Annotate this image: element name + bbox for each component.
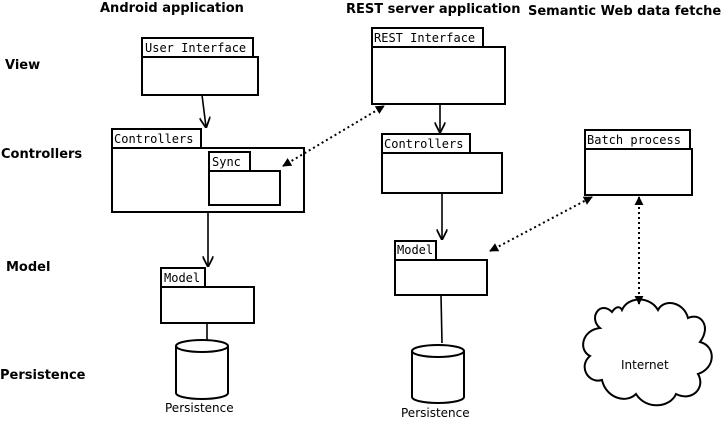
android-user-interface-label: User Interface — [145, 41, 246, 55]
rest-model-label: Model — [397, 243, 433, 257]
android-persistence-cylinder — [175, 339, 229, 400]
android-sync-package: Sync — [208, 151, 281, 206]
row-label-controllers: Controllers — [1, 147, 82, 162]
arrow-android-ui-to-controllers — [202, 94, 206, 127]
internet-cloud-icon — [582, 298, 713, 407]
android-sync-label: Sync — [212, 155, 241, 169]
row-label-model: Model — [6, 260, 50, 275]
row-label-view: View — [5, 58, 40, 73]
dotted-arrow-rest-model-to-batch — [489, 196, 593, 252]
rest-interface-label: REST Interface — [374, 31, 475, 45]
android-user-interface-package: User Interface — [141, 37, 259, 96]
column-title-rest: REST server application — [346, 2, 520, 17]
batch-process-package: Batch process — [584, 129, 693, 196]
rest-model-package: Model — [394, 240, 488, 296]
column-title-android: Android application — [100, 1, 244, 16]
rest-controllers-package: Controllers — [381, 133, 503, 194]
android-controllers-label: Controllers — [114, 132, 193, 146]
batch-process-label: Batch process — [587, 133, 681, 147]
internet-label: Internet — [621, 358, 669, 372]
android-model-label: Model — [164, 271, 200, 285]
rest-persistence-label: Persistence — [401, 406, 470, 420]
rest-controllers-label: Controllers — [384, 137, 463, 151]
android-persistence-label: Persistence — [165, 401, 234, 415]
line-rest-model-to-persistence — [440, 294, 443, 344]
column-title-semantic: Semantic Web data fetche — [528, 4, 721, 19]
android-model-package: Model — [160, 267, 255, 324]
rest-interface-package: REST Interface — [371, 27, 506, 105]
row-label-persistence: Persistence — [0, 368, 86, 383]
rest-persistence-cylinder — [411, 344, 465, 404]
